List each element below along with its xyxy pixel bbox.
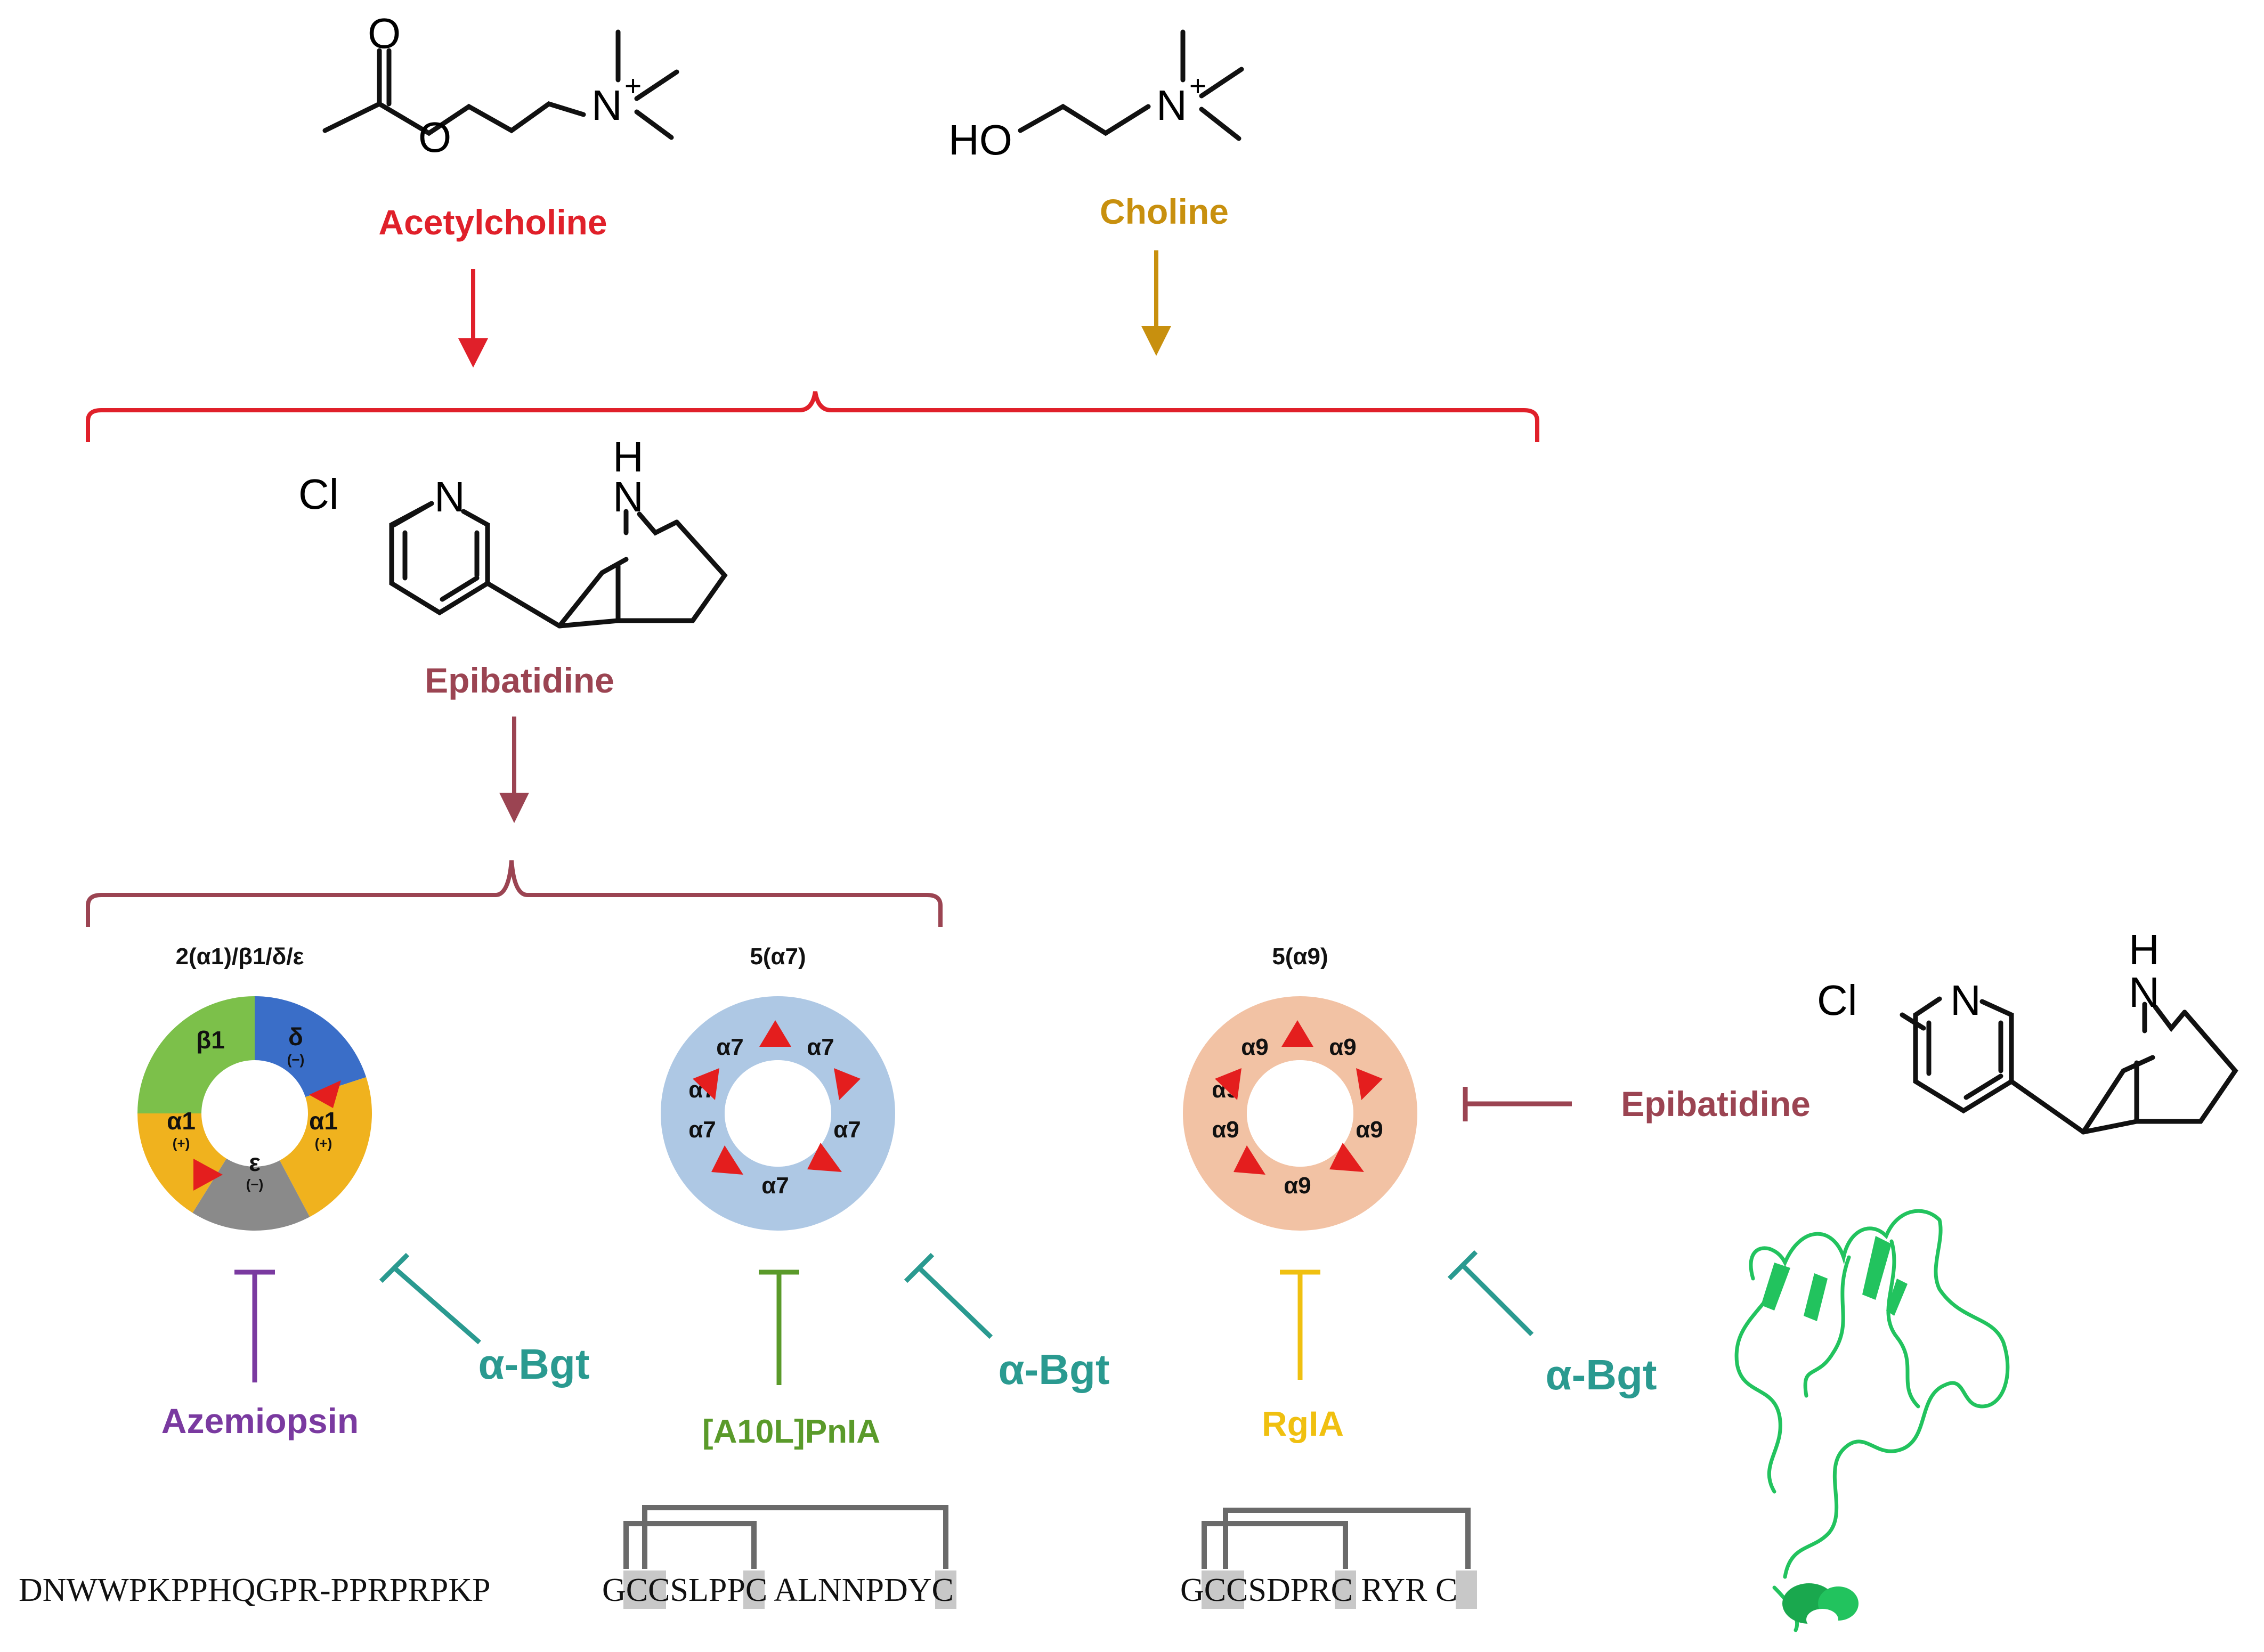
alpha9-subunit-2: α9 bbox=[1329, 1034, 1357, 1060]
pnia-sequence: GCCSLPPC ALNNPDYC bbox=[602, 1572, 954, 1608]
acetylcholine-structure bbox=[322, 29, 679, 140]
epibatidine-right-bridge-n: N bbox=[2129, 969, 2160, 1016]
muscle-subunit-alpha1-right: α1 bbox=[309, 1107, 338, 1135]
muscle-segment-alpha1-right bbox=[279, 1077, 372, 1217]
muscle-subunit-alpha1-left-sign: (+) bbox=[173, 1135, 190, 1151]
alpha-bungarotoxin-ribbon-image bbox=[1734, 1209, 2010, 1632]
bgt-label-1: α-Bgt bbox=[478, 1340, 589, 1388]
epibatidine-top-ring-n: N bbox=[434, 473, 465, 520]
alpha7-subunit-1: α7 bbox=[716, 1034, 744, 1060]
choline-ho: HO bbox=[948, 116, 1012, 164]
azemiopsin-inhibit-line bbox=[234, 1269, 275, 1382]
rgla-label: RgIA bbox=[1262, 1404, 1344, 1443]
alpha7-site-1 bbox=[759, 1020, 791, 1047]
rgla-sequence: GCCSDPRC RYR C bbox=[1180, 1572, 1457, 1608]
acetylcholine-ester-o: O bbox=[418, 113, 451, 161]
choline-charge: + bbox=[1189, 69, 1206, 102]
epibatidine-top-structure bbox=[389, 501, 728, 629]
acetylcholine-label: Acetylcholine bbox=[378, 202, 607, 242]
rgla-inhibit-line bbox=[1280, 1269, 1320, 1380]
epibatidine-right-ring-n: N bbox=[1950, 976, 1981, 1024]
muscle-subunit-delta-sign: (−) bbox=[287, 1052, 305, 1068]
muscle-subunit-epsilon: ε bbox=[249, 1149, 261, 1176]
muscle-subunit-delta: δ bbox=[288, 1023, 303, 1051]
epibatidine-right-h: H bbox=[2129, 926, 2160, 973]
alpha7-subunit-2: α7 bbox=[807, 1034, 834, 1060]
choline-label: Choline bbox=[1100, 192, 1229, 231]
rgla-disulfide-brackets bbox=[1202, 1508, 1471, 1569]
receptor-bracket bbox=[86, 860, 943, 927]
alpha9-subunit-1: α9 bbox=[1241, 1034, 1269, 1060]
alpha9-receptor-labels: α9 α9 α9 α9 α9 α9 bbox=[1212, 1020, 1383, 1199]
alpha9-subunit-6: α9 bbox=[1284, 1173, 1311, 1199]
epibatidine-right-structure bbox=[1900, 996, 2238, 1135]
rgla-highlights bbox=[1202, 1570, 1477, 1609]
bgt-label-2: α-Bgt bbox=[998, 1346, 1109, 1393]
epibatidine-top-bridge-n: N bbox=[613, 473, 644, 520]
alpha9-receptor-title: 5(α9) bbox=[1272, 943, 1328, 970]
muscle-segment-delta bbox=[255, 996, 367, 1097]
muscle-receptor-title: 2(α1)/β1/δ/ε bbox=[176, 943, 304, 970]
alpha9-subunit-3: α9 bbox=[1212, 1117, 1239, 1143]
muscle-segment-alpha1-left bbox=[137, 1113, 227, 1213]
bgt-inhibit-line-1 bbox=[379, 1252, 481, 1345]
epibatidine-top-h: H bbox=[613, 433, 644, 481]
alpha7-site-2 bbox=[834, 1068, 861, 1100]
choline-structure bbox=[1018, 29, 1244, 141]
muscle-subunit-alpha1-left: α1 bbox=[167, 1107, 196, 1135]
choline-n: N bbox=[1156, 82, 1187, 129]
muscle-segment-beta1 bbox=[137, 996, 255, 1113]
epibatidine-right-label: Epibatidine bbox=[1621, 1084, 1811, 1124]
epibatidine-right-cl: Cl bbox=[1817, 976, 1857, 1024]
pnia-inhibit-line bbox=[759, 1269, 799, 1385]
alpha7-site-4 bbox=[711, 1145, 743, 1175]
pnia-highlights bbox=[623, 1570, 956, 1609]
epibatidine-top-cl: Cl bbox=[298, 470, 339, 518]
muscle-subunit-alpha1-right-sign: (+) bbox=[315, 1135, 332, 1151]
choline-arrow bbox=[1141, 250, 1171, 356]
bgt-inhibit-line-2 bbox=[904, 1252, 993, 1339]
azemiopsin-sequence: DNWWPKPPHQGPR-PPRPRPKP bbox=[19, 1572, 491, 1608]
muscle-subunit-epsilon-sign: (−) bbox=[246, 1176, 264, 1192]
acetylcholine-arrow bbox=[458, 269, 488, 368]
muscle-receptor-labels: β1 δ (−) α1 (+) α1 (+) ε (−) bbox=[167, 1023, 341, 1192]
bgt-inhibit-line-3 bbox=[1447, 1250, 1534, 1337]
azemiopsin-label: Azemiopsin bbox=[161, 1401, 359, 1441]
acetylcholine-carbonyl-o: O bbox=[368, 10, 401, 57]
top-bracket bbox=[86, 391, 1539, 442]
protein-helix bbox=[1782, 1583, 1859, 1630]
alpha9-site-1 bbox=[1281, 1020, 1313, 1047]
alpha7-receptor-labels: α7 α7 α7 α7 α7 α7 bbox=[688, 1020, 861, 1199]
alpha9-subunit-4: α9 bbox=[1356, 1117, 1383, 1143]
alpha9-site-3 bbox=[1215, 1068, 1241, 1100]
muscle-receptor-donut bbox=[137, 996, 372, 1231]
pnia-label: [A10L]PnIA bbox=[702, 1413, 880, 1450]
muscle-subunit-beta1: β1 bbox=[196, 1026, 225, 1054]
alpha7-subunit-6: α7 bbox=[761, 1173, 789, 1199]
muscle-segment-epsilon bbox=[192, 1158, 310, 1231]
muscle-binding-site-2 bbox=[193, 1159, 223, 1191]
alpha9-site-2 bbox=[1356, 1068, 1383, 1100]
alpha9-site-5 bbox=[1329, 1143, 1364, 1172]
alpha7-subunit-3: α7 bbox=[688, 1117, 716, 1143]
acetylcholine-charge: + bbox=[624, 69, 642, 102]
pnia-disulfide-brackets bbox=[623, 1505, 948, 1569]
alpha7-receptor-title: 5(α7) bbox=[750, 943, 806, 970]
alpha7-site-3 bbox=[693, 1068, 719, 1100]
muscle-binding-site-1 bbox=[309, 1080, 341, 1108]
epibatidine-arrow bbox=[499, 717, 529, 823]
epibatidine-inhibit-line bbox=[1463, 1087, 1572, 1121]
alpha7-subunit-4: α7 bbox=[833, 1117, 861, 1143]
bgt-label-3: α-Bgt bbox=[1545, 1351, 1657, 1398]
epibatidine-top-label: Epibatidine bbox=[425, 661, 614, 700]
protein-strands bbox=[1761, 1236, 1908, 1321]
acetylcholine-n: N bbox=[591, 82, 622, 129]
alpha7-site-5 bbox=[807, 1143, 842, 1172]
alpha9-site-4 bbox=[1234, 1145, 1265, 1175]
